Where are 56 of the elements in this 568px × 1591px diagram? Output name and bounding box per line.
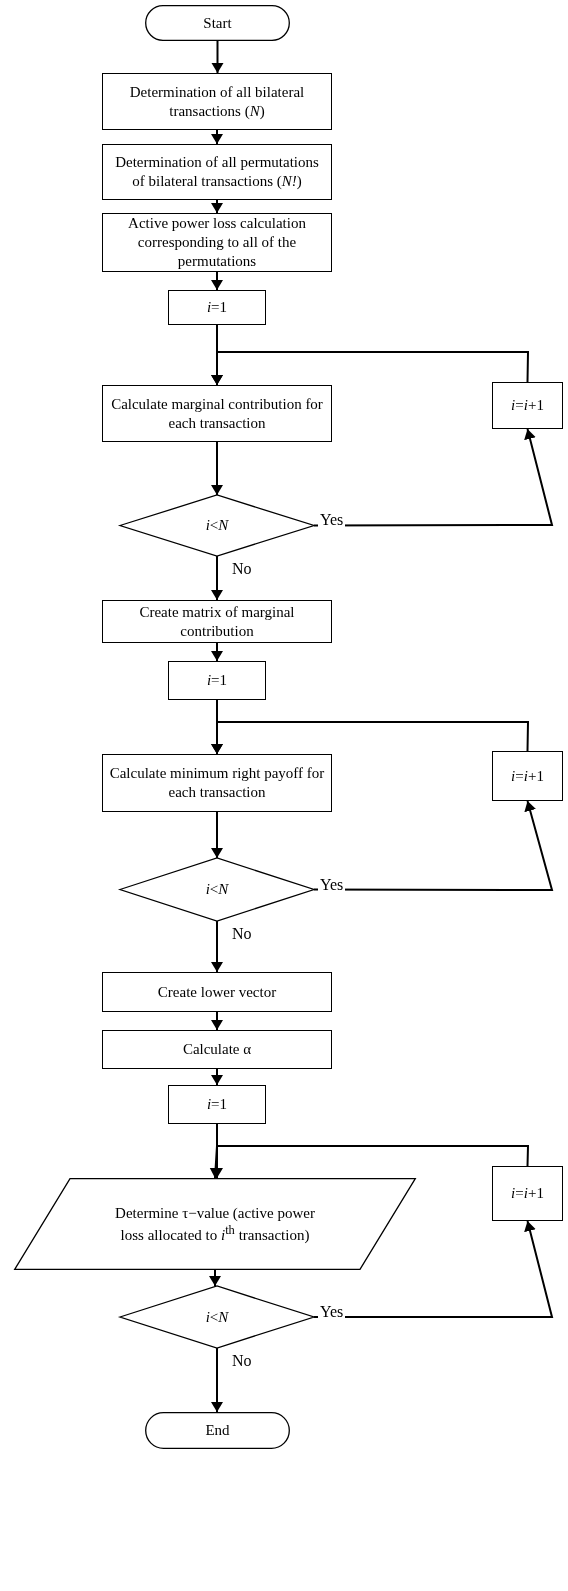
node-text: i<N (204, 1307, 230, 1327)
process-box (492, 382, 563, 429)
arrow (211, 271, 223, 291)
node-text: Create lower vector (156, 982, 278, 1002)
node-text: Start (202, 13, 233, 33)
node-text: Determination of all bilateral transactions (N) (128, 82, 306, 121)
process-box (492, 751, 563, 801)
process-box (102, 754, 332, 812)
edge-label: Yes (318, 1303, 346, 1321)
arrow (211, 199, 223, 214)
arrow (211, 721, 529, 755)
process-box (102, 213, 332, 272)
arrow (209, 1269, 221, 1287)
process-box (492, 1166, 563, 1221)
node-text: i<N (204, 880, 230, 899)
process-box (102, 73, 332, 130)
arrow (313, 1220, 554, 1318)
arrow (209, 1145, 530, 1179)
node-text: Calculate α (181, 1040, 253, 1059)
process-box (168, 661, 266, 700)
arrow (313, 800, 554, 891)
node-text: Active power loss calculation corresponding to all of the permutations (127, 214, 307, 271)
arrow (211, 920, 223, 973)
arrow (211, 351, 529, 386)
edge-label: Yes (318, 876, 346, 894)
process-box (102, 1030, 332, 1069)
arrow (211, 555, 223, 601)
node-text: End (204, 1421, 231, 1440)
process-box (102, 385, 332, 442)
arrow (211, 40, 224, 74)
node-text: i=i+1 (510, 396, 545, 415)
arrow (211, 642, 223, 662)
node-text: i=1 (205, 671, 229, 690)
node-text: i=i+1 (510, 766, 545, 786)
arrow (211, 1068, 223, 1086)
node-text: i=1 (205, 298, 229, 317)
arrow (313, 428, 554, 527)
node-text: i=1 (205, 1095, 229, 1114)
node-text: i=i+1 (510, 1184, 545, 1203)
arrow (211, 441, 223, 496)
node-text: i<N (204, 516, 230, 535)
node-text: Determine τ−value (active power loss allocated to i$^{th}$ transaction) (114, 1203, 316, 1245)
node-text: Determination of all permutations of bilateral transactions (N!) (114, 153, 320, 191)
process-box (168, 290, 266, 325)
arrow (211, 1011, 223, 1031)
process-box (102, 600, 332, 643)
node-text: Calculate minimum right payoff for each transaction (108, 764, 326, 802)
arrow (211, 811, 223, 859)
edge-label: Yes (318, 511, 346, 529)
process-box (102, 972, 332, 1012)
node-text: Calculate marginal contribution for each transaction (110, 394, 324, 433)
node-text: Create matrix of marginal contribution (138, 602, 296, 641)
process-box (168, 1085, 266, 1124)
arrow (211, 1347, 223, 1413)
arrow (211, 129, 223, 145)
process-box (102, 144, 332, 200)
